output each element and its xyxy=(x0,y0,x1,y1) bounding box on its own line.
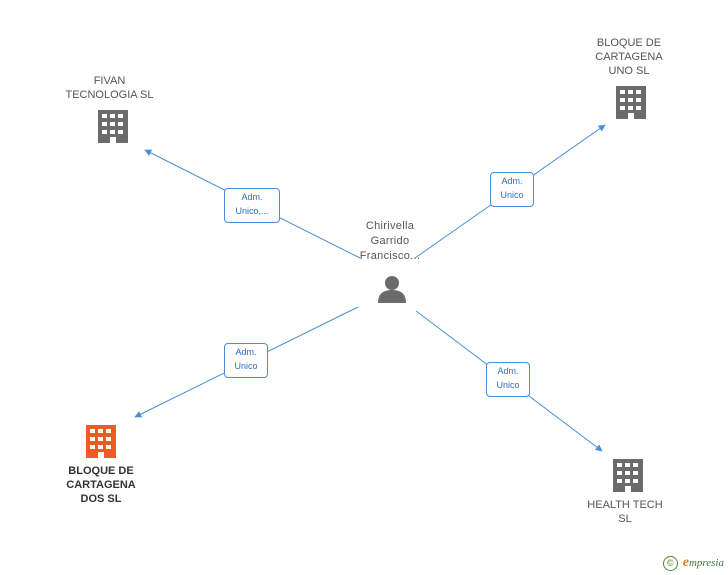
company-label-fivan[interactable]: FIVAN TECNOLOGIA SL xyxy=(65,75,154,101)
building-icon[interactable] xyxy=(613,459,643,492)
edge-label-health-tech: Adm. Unico xyxy=(486,362,530,397)
building-icon[interactable] xyxy=(616,86,646,119)
company-label-bloque-dos[interactable]: BLOQUE DE CARTAGENA DOS SL xyxy=(66,465,136,505)
person-label[interactable]: Chirivella Garrido Francisco... xyxy=(359,220,421,262)
edge-label-bloque-dos: Adm. Unico xyxy=(224,343,268,378)
empresia-logo[interactable]: © empresia xyxy=(662,555,724,571)
brand-name: mpresia xyxy=(688,557,724,569)
company-label-health-tech[interactable]: HEALTH TECH SL xyxy=(587,499,663,525)
person-icon[interactable] xyxy=(378,276,406,303)
copyright-icon: © xyxy=(662,555,678,571)
brand-initial: e xyxy=(682,555,689,570)
building-icon[interactable] xyxy=(86,425,116,458)
edge-label-bloque-uno: Adm. Unico xyxy=(490,172,534,207)
building-icon[interactable] xyxy=(98,110,128,143)
company-label-bloque-uno[interactable]: BLOQUE DE CARTAGENA UNO SL xyxy=(595,37,663,77)
edge-label-fivan: Adm. Unico,... xyxy=(224,188,280,223)
